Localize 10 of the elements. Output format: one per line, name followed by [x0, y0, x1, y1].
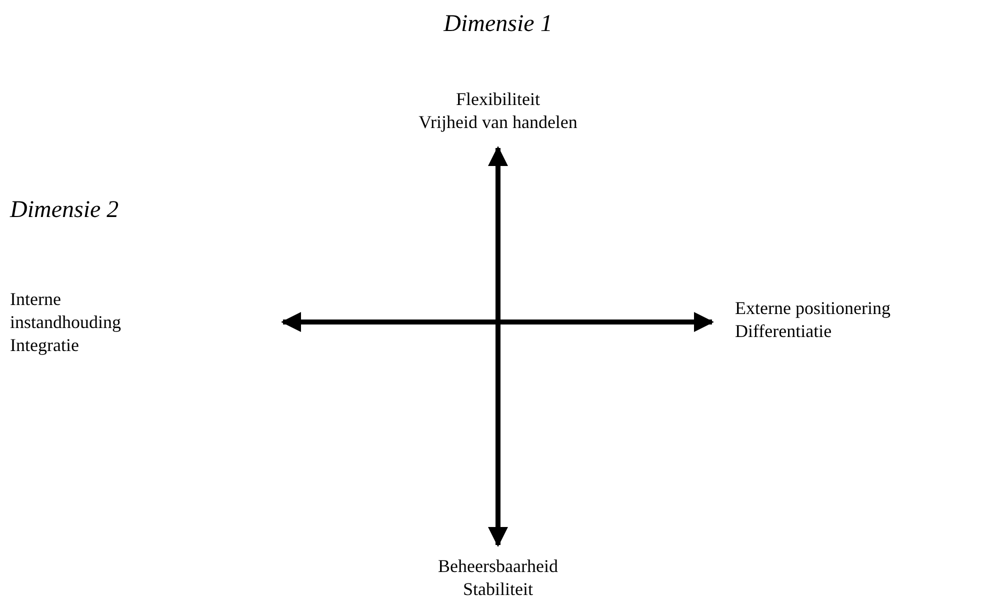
pole-label: Vrijheid van handelen: [418, 111, 578, 134]
axis-title: Dimensie 1: [444, 10, 552, 38]
pole-label: Interne instandhouding: [10, 288, 122, 334]
pole-label: Integratie: [10, 334, 79, 357]
pole-label: Differentiatie: [735, 320, 832, 343]
pole-label: Externe positionering: [735, 297, 890, 320]
axis-title: Dimensie 2: [10, 196, 119, 224]
pole-label: Flexibiliteit: [456, 88, 540, 111]
pole-label: Stabiliteit: [463, 578, 533, 601]
pole-label: Beheersbaarheid: [438, 555, 558, 578]
